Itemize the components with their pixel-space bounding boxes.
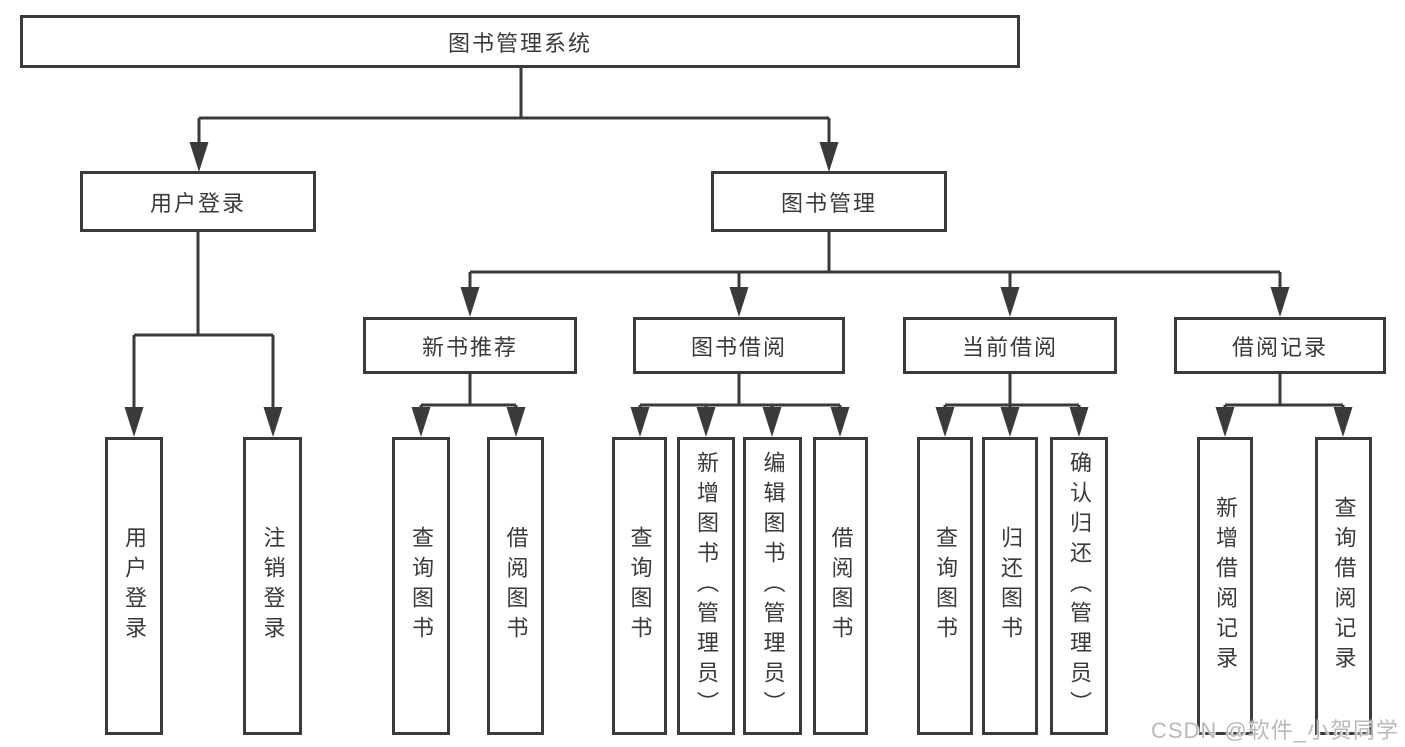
connector-root bbox=[197, 68, 831, 144]
leaf-query-books-current: 查询图书 bbox=[917, 437, 973, 735]
leaf-query-books-recommend-label: 查询图书 bbox=[409, 526, 434, 646]
leaf-return-book-label: 归还图书 bbox=[998, 526, 1023, 646]
connector-new-book-recommend bbox=[419, 374, 518, 409]
connector-book-management bbox=[468, 232, 1282, 289]
leaf-confirm-return-admin: 确认归还（管理员） bbox=[1050, 437, 1108, 735]
leaf-query-books-recommend: 查询图书 bbox=[392, 437, 450, 735]
connector-borrow-records bbox=[1223, 374, 1345, 409]
leaf-user-login: 用户登录 bbox=[105, 437, 163, 735]
leaf-borrow-books: 借阅图书 bbox=[813, 437, 868, 735]
leaf-query-books-current-label: 查询图书 bbox=[933, 526, 958, 646]
leaf-add-borrow-record-label: 新增借阅记录 bbox=[1213, 496, 1238, 676]
leaf-query-borrow-record: 查询借阅记录 bbox=[1315, 437, 1372, 735]
leaf-user-login-label: 用户登录 bbox=[122, 526, 147, 646]
leaf-add-book-admin-label: 新增图书（管理员） bbox=[694, 451, 719, 721]
leaf-confirm-return-admin-label: 确认归还（管理员） bbox=[1067, 451, 1092, 721]
leaf-logout-label: 注销登录 bbox=[260, 526, 286, 646]
connector-book-borrow bbox=[638, 374, 842, 409]
leaf-borrow-books-label: 借阅图书 bbox=[828, 526, 854, 646]
leaf-logout: 注销登录 bbox=[243, 437, 302, 735]
leaf-edit-book-admin: 编辑图书（管理员） bbox=[743, 437, 802, 735]
node-user-login: 用户登录 bbox=[80, 171, 316, 232]
connector-user-login bbox=[132, 232, 275, 409]
node-current-borrow: 当前借阅 bbox=[903, 317, 1117, 374]
leaf-query-books-borrow: 查询图书 bbox=[612, 437, 667, 735]
node-borrow-records: 借阅记录 bbox=[1174, 317, 1386, 374]
leaf-add-book-admin: 新增图书（管理员） bbox=[677, 437, 735, 735]
watermark: CSDN @软件_小贺同学 bbox=[1150, 718, 1399, 743]
leaf-edit-book-admin-label: 编辑图书（管理员） bbox=[760, 451, 786, 721]
leaf-query-borrow-record-label: 查询借阅记录 bbox=[1331, 496, 1357, 676]
node-book-borrow: 图书借阅 bbox=[633, 317, 845, 374]
node-root: 图书管理系统 bbox=[20, 15, 1020, 68]
connector-current-borrow bbox=[943, 374, 1081, 409]
node-book-management: 图书管理 bbox=[711, 171, 947, 232]
leaf-query-books-borrow-label: 查询图书 bbox=[627, 526, 653, 646]
leaf-return-book: 归还图书 bbox=[982, 437, 1038, 735]
leaf-add-borrow-record: 新增借阅记录 bbox=[1197, 437, 1253, 735]
node-new-book-recommend: 新书推荐 bbox=[363, 317, 577, 374]
leaf-borrow-books-recommend: 借阅图书 bbox=[487, 437, 544, 735]
leaf-borrow-books-recommend-label: 借阅图书 bbox=[503, 526, 529, 646]
